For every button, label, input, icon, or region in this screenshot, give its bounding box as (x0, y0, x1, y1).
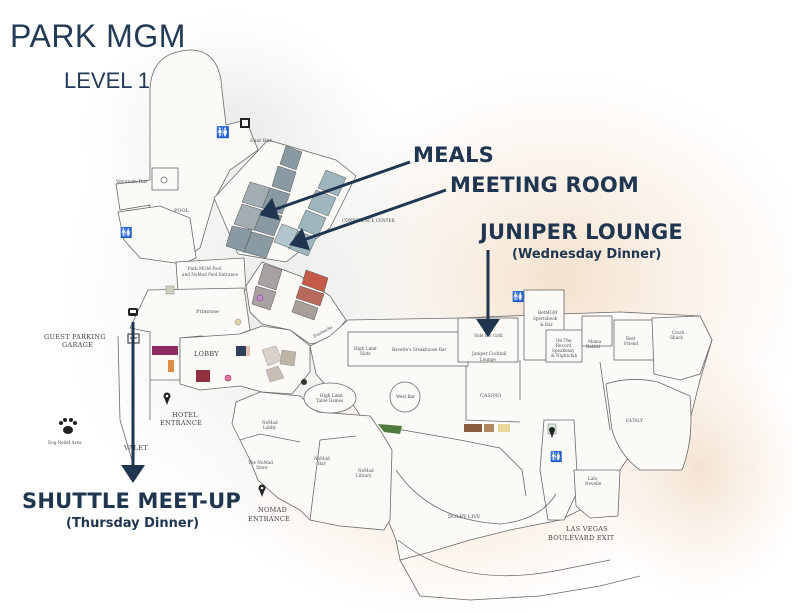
label-nomad-lobby-1: NoMad (262, 420, 278, 425)
label-juniper-1: Juniper Cocktail (471, 351, 507, 356)
location-pin-icon (258, 484, 266, 497)
label-dog-relief: Dog Relief Area (48, 440, 82, 445)
label-best-friend-2: Friend (624, 341, 638, 346)
label-hotel-entrance-1: HOTEL (172, 411, 198, 419)
label-on-record-3: Speakeasy (552, 348, 575, 353)
label-betmgm-1: BetMGM (538, 310, 558, 315)
label-on-record-2: Record (556, 343, 571, 348)
svg-text:🚻: 🚻 (216, 126, 230, 139)
label-pool: POOL (174, 208, 190, 214)
label-high-limit-slots-2: Slots (360, 351, 371, 356)
svg-text:🚻: 🚻 (550, 450, 562, 463)
label-guest-parking-2: GARAGE (62, 341, 93, 349)
restroom-icon: 🚻 (216, 126, 230, 139)
callout-juniper-title: JUNIPER LOUNGE (480, 220, 683, 244)
label-high-limit-tables-1: High Limit (320, 393, 343, 398)
label-mama-rabbit-2: Rabbit (586, 344, 600, 349)
label-primrose: Primrose (196, 309, 219, 315)
label-la-novelle-2: Novelle (585, 481, 602, 486)
label-casino: CASINO (480, 393, 501, 399)
label-nomad-store-2: Store (256, 465, 268, 470)
label-lobby: LOBBY (194, 350, 219, 358)
callout-arrows (121, 160, 500, 483)
label-nomad-lobby-2: Lobby (263, 425, 277, 430)
label-nomad-bar-1: NoMad (314, 456, 330, 461)
svg-text:🚻: 🚻 (512, 290, 524, 303)
label-on-record-4: & Nightclub (551, 353, 578, 358)
dog-paw-icon (59, 418, 77, 434)
label-nomad-bar-2: Bar (318, 461, 326, 466)
label-crack-shack-1: Crack (672, 330, 685, 335)
location-pin-icon (549, 427, 555, 438)
label-betmgm-2: Sportsbook (533, 316, 558, 321)
callout-shuttle-subtitle: (Thursday Dinner) (66, 516, 200, 531)
label-blvd-exit-2: BOULEVARD EXIT (548, 534, 615, 542)
label-la-novelle-1: Lalo (588, 476, 598, 481)
label-mama-rabbit-1: Mama (588, 339, 602, 344)
arrow-icon (259, 160, 411, 221)
callout-shuttle-title: SHUTTLE MEET-UP (22, 489, 241, 513)
label-nomad-store-1: The NoMad (248, 460, 273, 465)
lobby-features (152, 285, 307, 385)
label-bavettes: Bavette's Steakhouse Bar (392, 347, 446, 352)
label-high-limit-slots-1: High Limit (354, 346, 377, 351)
map-labels: East Bar Veranda Bar POOL CONFERENCE CEN… (44, 138, 685, 542)
label-nomad-library-2: Library (356, 473, 372, 478)
label-east-bar: East Bar (250, 138, 272, 144)
label-nomad-entrance-1: NOMAD (258, 506, 287, 514)
elevator-icon (240, 118, 250, 128)
callout-meals: MEALS (413, 143, 495, 167)
brand-title: PARK MGM (10, 18, 186, 54)
label-blvd-exit-1: LAS VEGAS (566, 525, 608, 533)
label-pool-entrance-2: and NoMad Pool Entrance (182, 272, 239, 277)
callout-juniper-subtitle: (Wednesday Dinner) (512, 247, 662, 262)
label-crack-shack-2: Shack (670, 335, 683, 340)
label-juniper-2: Lounge (480, 357, 496, 362)
label-valet: VALET (123, 444, 148, 452)
label-betmgm-3: & Bar (540, 322, 553, 327)
label-eataly: EATALY (626, 418, 643, 423)
label-high-limit-tables-2: Table Games (316, 398, 343, 403)
label-pool-entrance-1: Park MGM Pool (188, 266, 222, 271)
label-guest-parking-1: GUEST PARKING (44, 333, 106, 341)
level-title: LEVEL 1 (64, 68, 151, 93)
label-veranda-bar: Veranda Bar (115, 179, 148, 185)
label-hotel-entrance-2: ENTRANCE (160, 419, 202, 427)
restroom-icon: 🚻 (120, 226, 132, 239)
location-pin-icon (163, 392, 171, 405)
arrow-icon (289, 188, 447, 251)
label-on-record-1: On The (556, 338, 572, 343)
restroom-icon: 🚻 (512, 290, 524, 303)
taxi-icon (128, 308, 138, 316)
label-best-friend-1: Best (626, 336, 636, 341)
label-conference-center: CONFERENCE CENTER (342, 218, 396, 223)
label-nomad-library-1: NoMad (358, 468, 374, 473)
label-west-bar: West Bar (396, 394, 415, 399)
restroom-icon: 🚻 (550, 450, 562, 463)
svg-text:🚻: 🚻 (120, 226, 132, 239)
label-dolby-live: DOLBY LIVE (448, 514, 481, 520)
label-nomad-entrance-2: ENTRANCE (248, 515, 290, 523)
callout-meeting-room: MEETING ROOM (450, 173, 640, 197)
